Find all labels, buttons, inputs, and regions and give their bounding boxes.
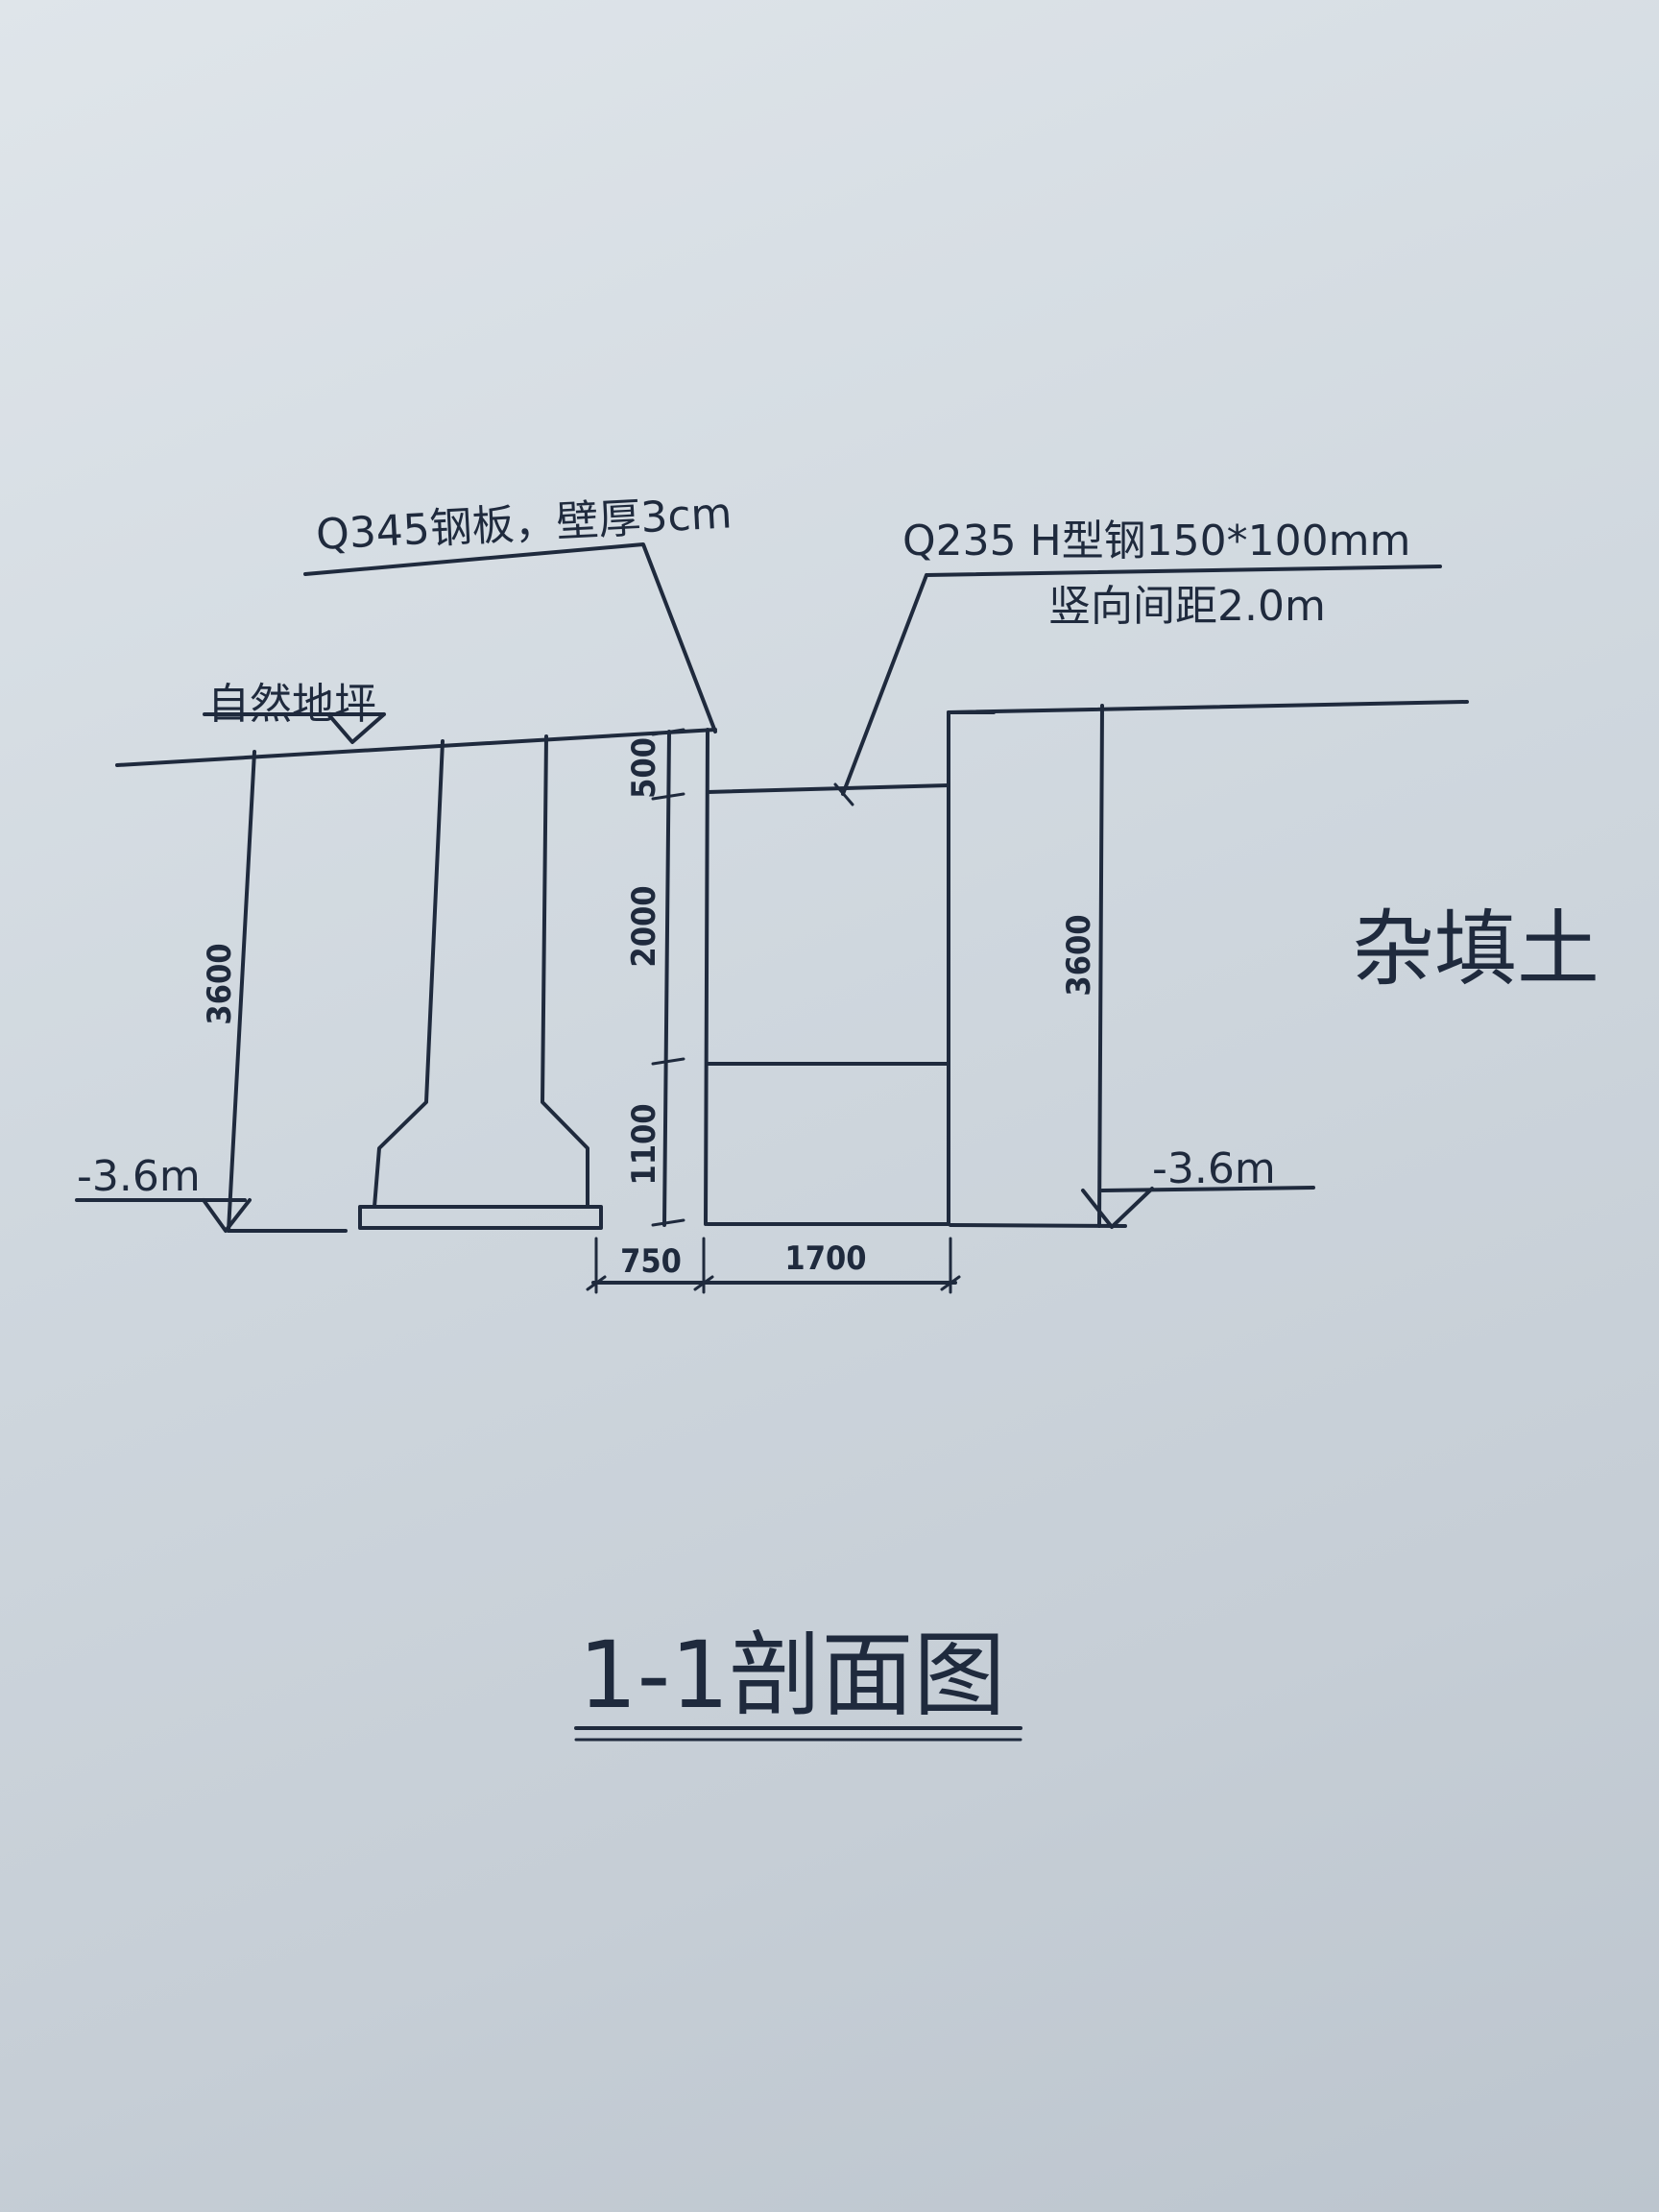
bottom-line-left xyxy=(75,1198,348,1233)
steel-plate-leader xyxy=(303,542,717,733)
ground-line-right xyxy=(947,700,1469,714)
left-depth-dimension: 3600 xyxy=(201,943,239,1024)
h-steel-strut-upper xyxy=(706,783,950,794)
dim-2000: 2000 xyxy=(625,885,663,967)
h-steel-label: Q235 H型钢150*100mm xyxy=(902,517,1410,565)
ground-level-marker-icon xyxy=(203,712,386,744)
horizontal-dim-ticks xyxy=(586,1237,961,1294)
foundation-footing xyxy=(358,1205,603,1230)
h-steel-spacing-label: 竖向间距2.0m xyxy=(1048,582,1326,631)
ground-line-left xyxy=(115,728,717,767)
dim-1700: 1700 xyxy=(784,1239,866,1278)
soil-label: 杂填土 xyxy=(1352,902,1599,998)
right-depth-line xyxy=(1097,704,1104,1228)
drawing-title: 1-1剖面图 xyxy=(579,1622,1006,1729)
elevation-marker-right-icon xyxy=(1081,1187,1154,1229)
left-depth-line xyxy=(227,750,256,1233)
right-depth-dimension: 3600 xyxy=(1060,914,1098,996)
steel-plate xyxy=(704,728,709,1226)
vertical-dimension-chain xyxy=(662,730,671,1227)
trench-outline xyxy=(706,710,996,1226)
dim-ticks xyxy=(651,728,685,1227)
h-steel-leader xyxy=(841,565,1442,796)
foundation-column xyxy=(373,734,589,1209)
elevation-right-label: -3.6m xyxy=(1152,1144,1276,1193)
elevation-marker-left-icon xyxy=(202,1198,252,1233)
steel-plate-label: Q345钢板，壁厚3cm xyxy=(315,489,733,560)
leader-tick xyxy=(833,782,854,806)
bottom-line-right xyxy=(949,1186,1315,1228)
elevation-left-label: -3.6m xyxy=(77,1152,201,1201)
dim-750: 750 xyxy=(620,1242,682,1281)
dim-1100: 1100 xyxy=(625,1103,663,1185)
dim-500: 500 xyxy=(625,737,663,799)
ground-label: 自然地坪 xyxy=(207,680,376,729)
